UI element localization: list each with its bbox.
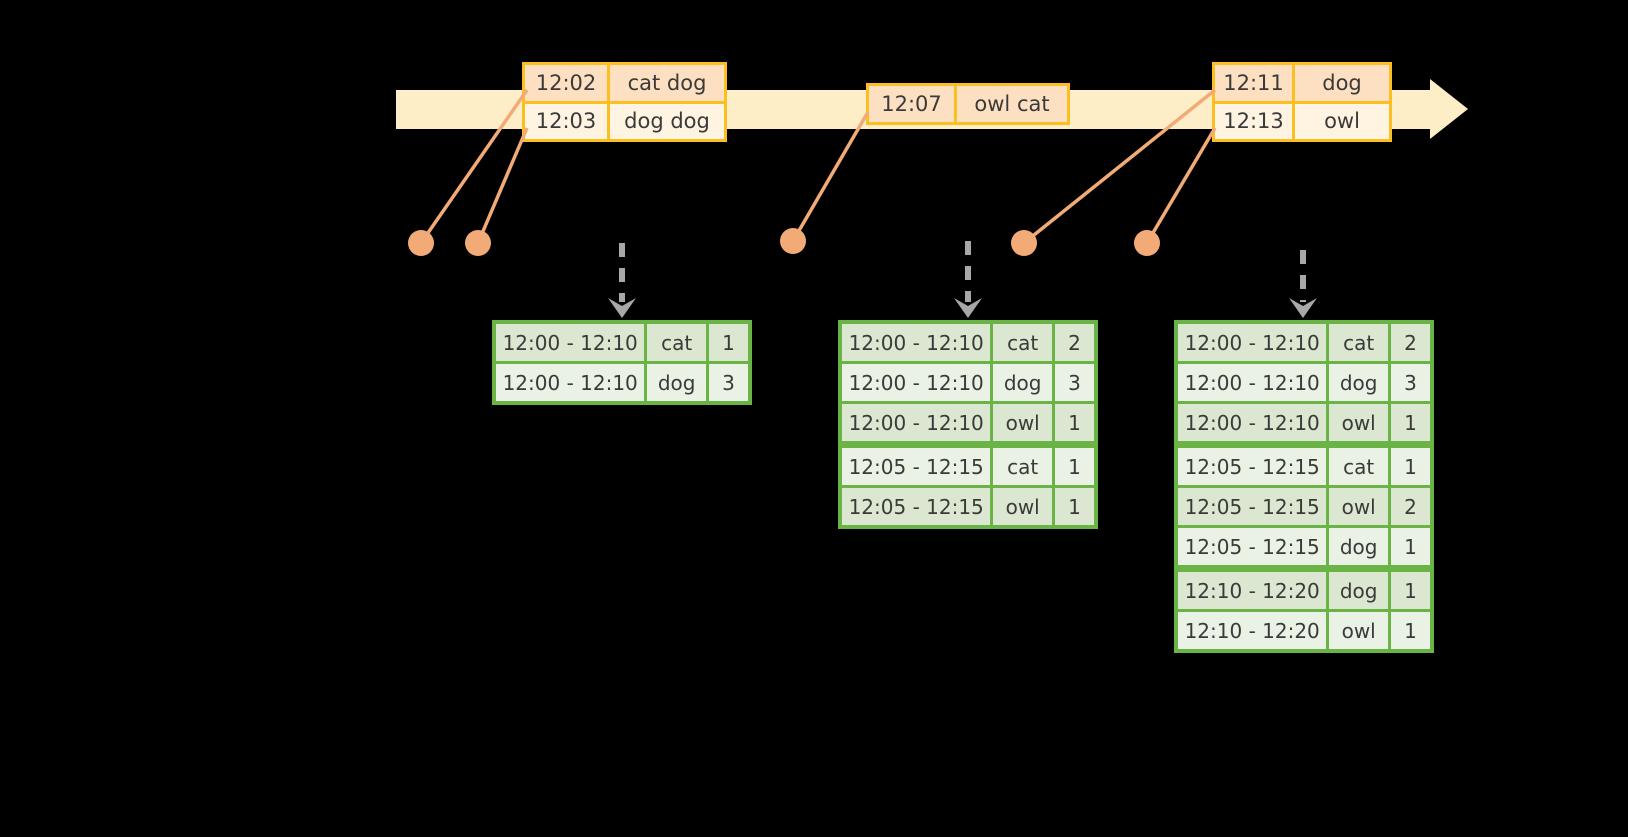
event-row[interactable]: 12:03 dog dog [525, 100, 724, 139]
cell-window: 12:00 - 12:10 [496, 324, 645, 361]
cell-count: 1 [1390, 448, 1430, 485]
event-words: dog dog [624, 109, 710, 134]
cell-window: 12:10 - 12:20 [1178, 612, 1327, 649]
timeline-arrowhead [1430, 79, 1468, 139]
cell-word: dog [1329, 572, 1388, 609]
event-time: 12:13 [1215, 103, 1295, 139]
event-time: 12:03 [525, 103, 610, 139]
cell-count: 1 [1054, 448, 1094, 485]
cell-word: dog [647, 364, 706, 401]
cell-word: cat [1329, 324, 1388, 361]
cell-count: 2 [1390, 488, 1430, 525]
cell-window: 12:05 - 12:15 [1178, 488, 1327, 525]
cell-word: cat [647, 324, 706, 361]
cell-window: 12:05 - 12:15 [1178, 448, 1327, 485]
cell-word: owl [1329, 488, 1388, 525]
trigger-arrow-3-head [1289, 298, 1317, 318]
event-time: 12:02 [525, 65, 610, 101]
cell-count: 3 [1054, 364, 1094, 401]
cell-word: owl [1329, 612, 1388, 649]
cell-count: 2 [1054, 324, 1094, 361]
trigger-arrow-1-head [608, 298, 636, 318]
cell-word: cat [1329, 448, 1388, 485]
cell-word: cat [993, 448, 1052, 485]
trigger-arrow-2-head [954, 298, 982, 318]
cell-window: 12:00 - 12:10 [1178, 404, 1327, 441]
event-time: 12:07 [869, 86, 957, 122]
event-words: owl [1324, 109, 1360, 134]
cell-count: 1 [1390, 612, 1430, 649]
cell-count: 1 [708, 324, 748, 361]
event-words: dog [1322, 70, 1362, 95]
cell-window: 12:10 - 12:20 [1178, 572, 1327, 609]
cell-window: 12:05 - 12:15 [842, 488, 991, 525]
cell-count: 3 [1390, 364, 1430, 401]
cell-count: 3 [708, 364, 748, 401]
cell-window: 12:00 - 12:10 [842, 404, 991, 441]
cell-count: 1 [1390, 404, 1430, 441]
cell-count: 1 [1054, 404, 1094, 441]
cell-word: owl [1329, 404, 1388, 441]
event-words: cat dog [627, 70, 707, 95]
cell-window: 12:00 - 12:10 [496, 364, 645, 401]
cell-word: dog [1329, 528, 1388, 565]
cell-word: cat [993, 324, 1052, 361]
cell-count: 1 [1390, 528, 1430, 565]
cell-count: 1 [1390, 572, 1430, 609]
cell-word: dog [1329, 364, 1388, 401]
event-row[interactable]: 12:02 cat dog [525, 65, 724, 101]
cell-window: 12:00 - 12:10 [842, 364, 991, 401]
cell-count: 2 [1390, 324, 1430, 361]
cell-window: 12:05 - 12:15 [1178, 528, 1327, 565]
cell-window: 12:05 - 12:15 [842, 448, 991, 485]
cell-window: 12:00 - 12:10 [1178, 324, 1327, 361]
event-row[interactable]: 12:13 owl [1215, 100, 1389, 139]
cell-word: owl [993, 488, 1052, 525]
cell-word: owl [993, 404, 1052, 441]
cell-window: 12:00 - 12:10 [1178, 364, 1327, 401]
event-time: 12:11 [1215, 65, 1295, 101]
cell-count: 1 [1054, 488, 1094, 525]
event-row[interactable]: 12:11 dog [1215, 65, 1389, 101]
cell-window: 12:00 - 12:10 [842, 324, 991, 361]
event-box-group-3[interactable]: 12:11 dog 12:13 owl [1212, 62, 1392, 142]
event-box-group-1[interactable]: 12:02 cat dog 12:03 dog dog [522, 62, 727, 142]
cell-word: dog [993, 364, 1052, 401]
